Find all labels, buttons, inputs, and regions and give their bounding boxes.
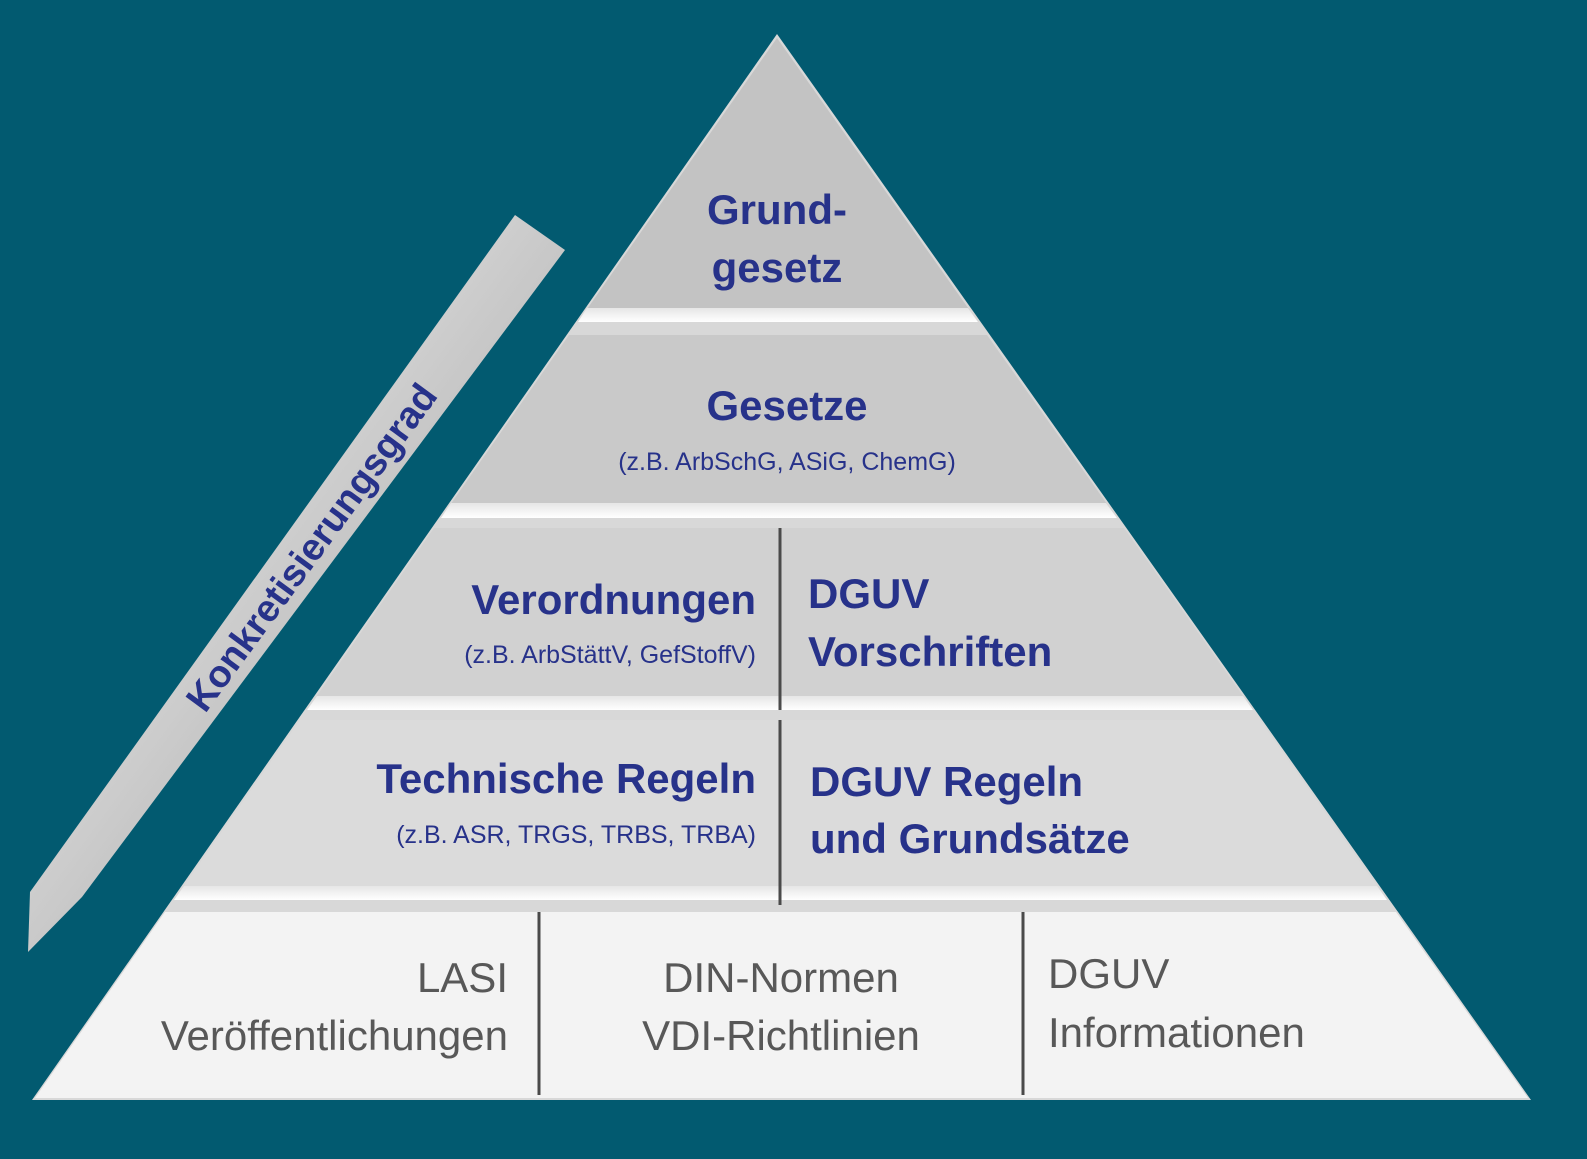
verordnungen-title: Verordnungen bbox=[471, 576, 756, 623]
gesetze-title: Gesetze bbox=[706, 382, 867, 429]
tier-grundgesetz: Grund- gesetz bbox=[578, 38, 978, 322]
tier-verordnungen: Verordnungen (z.B. ArbStättV, GefStoffV)… bbox=[307, 528, 1253, 710]
lasi-line2: Veröffentlichungen bbox=[161, 1012, 508, 1059]
dguv-info-line1: DGUV bbox=[1048, 950, 1169, 997]
technische-regeln-examples: (z.B. ASR, TRGS, TRBS, TRBA) bbox=[396, 821, 756, 849]
technische-regeln-title: Technische Regeln bbox=[376, 755, 756, 802]
dguv-regeln-line2: und Grundsätze bbox=[810, 815, 1130, 862]
tier-bottom: LASI Veröffentlichungen DIN-Normen VDI-R… bbox=[35, 912, 1528, 1098]
dguv-info-line2: Informationen bbox=[1048, 1009, 1305, 1056]
tier-gesetze: Gesetze (z.B. ArbSchG, ASiG, ChemG) bbox=[441, 335, 1117, 518]
grundgesetz-line2: gesetz bbox=[712, 244, 843, 291]
arrow-shape bbox=[28, 215, 565, 952]
din-line2: VDI-Richtlinien bbox=[642, 1012, 920, 1059]
lasi-line1: LASI bbox=[417, 954, 508, 1001]
din-line1: DIN-Normen bbox=[663, 954, 899, 1001]
gesetze-examples: (z.B. ArbSchG, ASiG, ChemG) bbox=[618, 448, 956, 476]
dguv-vorschriften-line1: DGUV bbox=[808, 570, 929, 617]
dguv-vorschriften-line2: Vorschriften bbox=[808, 628, 1052, 675]
grundgesetz-line1: Grund- bbox=[707, 186, 847, 233]
dguv-regeln-line1: DGUV Regeln bbox=[810, 758, 1083, 805]
verordnungen-examples: (z.B. ArbStättV, GefStoffV) bbox=[464, 641, 756, 669]
dividers bbox=[537, 528, 1025, 1095]
